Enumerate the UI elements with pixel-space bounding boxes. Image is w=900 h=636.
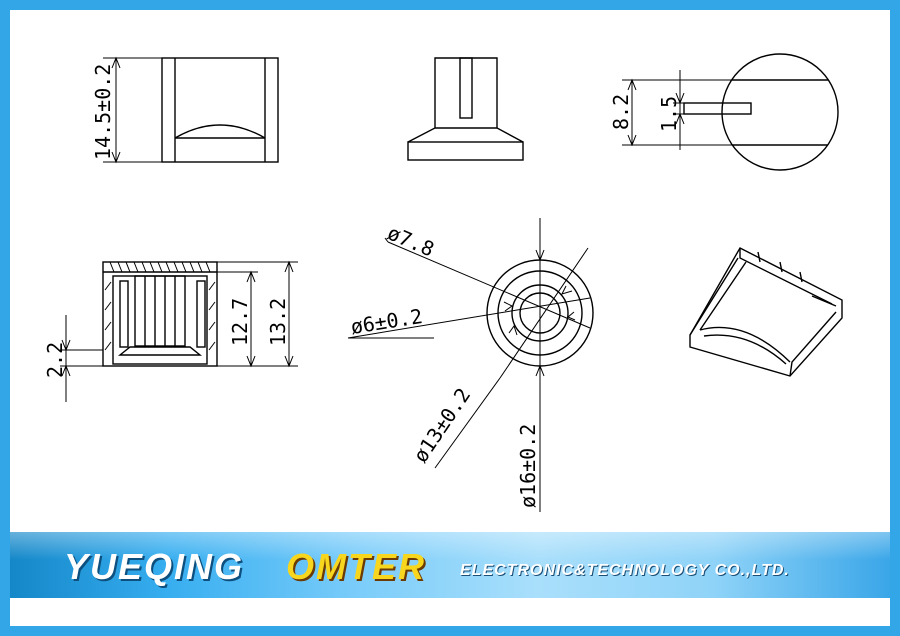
dim-dia-7-8: ø7.8 — [384, 221, 438, 262]
dim-height-top: 14.5±0.2 — [91, 64, 115, 160]
brand-company-type: ELECTRONIC&TECHNOLOGY CO.,LTD. — [460, 562, 790, 579]
company-banner: YUEQING OMTER ELECTRONIC&TECHNOLOGY CO.,… — [10, 532, 890, 598]
dim-dia-6: ø6±0.2 — [349, 304, 424, 339]
dim-slot-h1: 8.2 — [609, 94, 633, 130]
bottom-circles-view — [347, 218, 594, 512]
dim-inner-height: 12.7 — [228, 298, 252, 346]
side-view — [407, 57, 524, 161]
brand-name-yueqing: YUEQING — [64, 546, 245, 587]
dim-base-height: 2.2 — [43, 342, 67, 378]
dim-dia-16: ø16±0.2 — [516, 424, 540, 508]
isometric-view — [689, 247, 843, 377]
top-circle-view — [622, 53, 839, 171]
brand-name-omter: OMTER — [286, 546, 426, 587]
section-view — [60, 260, 298, 402]
dim-slot-h2: 1.5 — [657, 96, 681, 132]
dim-outer-height: 13.2 — [266, 298, 290, 346]
banner-sheen — [10, 532, 890, 560]
dim-dia-13: ø13±0.2 — [408, 383, 475, 466]
front-view — [103, 56, 279, 164]
